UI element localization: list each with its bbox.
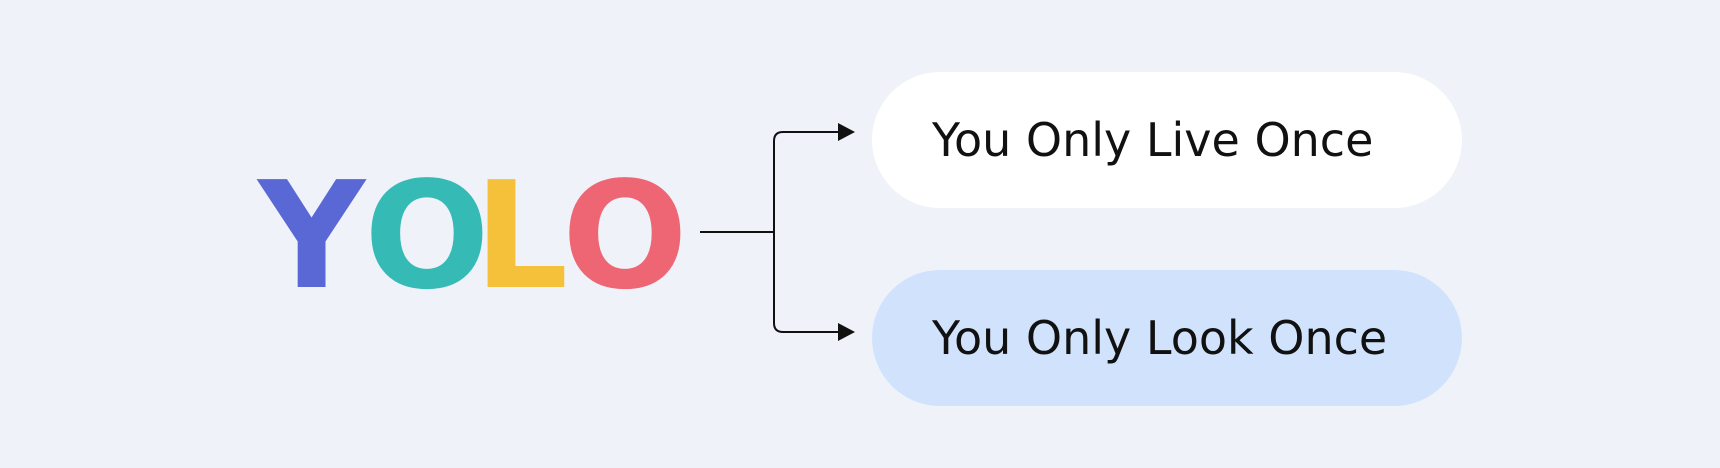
option-look-once-label: You Only Look Once: [932, 311, 1388, 365]
logo-letter-o-first: O: [364, 150, 490, 322]
logo-letter-l: L: [474, 150, 569, 322]
arrowhead-top: [838, 123, 855, 141]
logo-letter-o-second: O: [562, 150, 688, 322]
arrowhead-bottom: [838, 323, 855, 341]
connector-branch-down: [773, 232, 840, 333]
logo-letter-y: Y: [258, 150, 366, 322]
connector-branch-up: [773, 131, 840, 232]
option-live-once: You Only Live Once: [872, 72, 1462, 208]
option-live-once-label: You Only Live Once: [932, 113, 1374, 167]
option-look-once: You Only Look Once: [872, 270, 1462, 406]
